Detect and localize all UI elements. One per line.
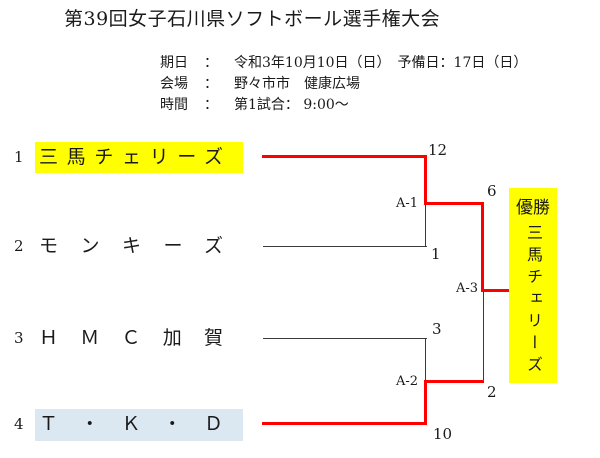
- seed-number-3: 3: [14, 329, 24, 347]
- winner-path-a2-vertical: [424, 380, 427, 425]
- info-label-time: 時間: [160, 97, 188, 113]
- match-label-a2: A-2: [395, 374, 418, 389]
- page-title: 第39回女子石川県ソフトボール選手権大会: [64, 8, 441, 30]
- winner-path-a1-horizontal: [424, 202, 484, 205]
- winner-path-a2-horizontal: [424, 380, 484, 383]
- winner-path-team4: [262, 422, 427, 425]
- info-colon: ：: [204, 76, 218, 92]
- score-a1-bottom: 1: [431, 245, 441, 263]
- winner-path-a1-vertical: [424, 155, 427, 205]
- champion-box: 優勝 三馬チェリーズ: [509, 188, 557, 383]
- info-colon: ：: [204, 55, 218, 71]
- winner-path-semi-vertical: [481, 202, 484, 292]
- score-a2-top: 3: [432, 320, 442, 338]
- winner-path-team1: [262, 155, 427, 158]
- seed-number-1: 1: [14, 148, 24, 166]
- info-row-venue: 会場 ： 野々市市 健康広場: [160, 73, 560, 92]
- info-value-venue: 野々市市 健康広場: [234, 76, 360, 92]
- bracket-line-team3: [263, 338, 427, 339]
- bracket-line-a1-lower: [425, 203, 426, 247]
- seed-number-2: 2: [14, 237, 24, 255]
- score-a1-top: 12: [428, 141, 448, 159]
- match-label-a1: A-1: [395, 196, 418, 211]
- score-a3-top: 6: [487, 182, 497, 200]
- info-row-time: 時間 ： 第1試合： 9:00～: [160, 94, 560, 113]
- bracket-line-a2-upper: [425, 338, 426, 383]
- info-value-time: 第1試合： 9:00～: [234, 97, 349, 113]
- bracket-line-a3-lower: [483, 290, 484, 383]
- bracket-line-team2: [263, 246, 427, 247]
- score-a2-bottom: 10: [433, 425, 453, 443]
- info-label-date: 期日: [160, 55, 188, 71]
- team-name-2: モンキーズ: [39, 235, 223, 257]
- match-label-a3: A-3: [455, 281, 478, 296]
- team-name-4: Ｔ・Ｋ・Ｄ: [35, 409, 243, 441]
- seed-number-4: 4: [14, 415, 24, 433]
- info-value-date: 令和3年10月10日（日） 予備日：17日（日）: [234, 55, 528, 71]
- info-label-venue: 会場: [160, 76, 188, 92]
- info-row-date: 期日 ： 令和3年10月10日（日） 予備日：17日（日）: [160, 52, 560, 71]
- team-name-3: ＨＭＣ加賀: [39, 327, 223, 349]
- team-name-1: 三馬チェリーズ: [35, 142, 243, 173]
- info-colon: ：: [204, 97, 218, 113]
- champion-caption: 優勝: [516, 198, 550, 218]
- winner-path-final: [481, 289, 509, 292]
- score-a3-bottom: 2: [487, 383, 497, 401]
- champion-team: 三馬チェリーズ: [524, 224, 543, 378]
